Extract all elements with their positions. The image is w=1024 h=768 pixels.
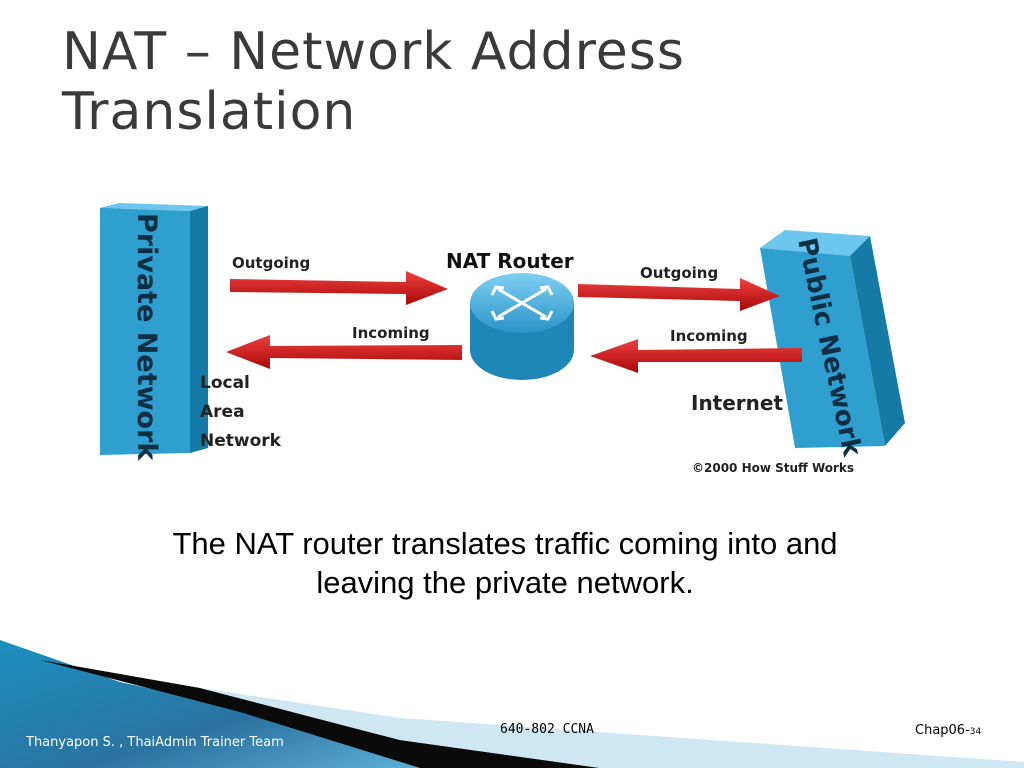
- right-incoming-arrow: [590, 339, 802, 373]
- right-outgoing-arrow: [578, 278, 780, 311]
- public-network-block: Public Network: [760, 230, 905, 460]
- lan-label-line-2: Area: [200, 402, 245, 422]
- private-network-label: Private Network: [131, 213, 162, 461]
- internet-label: Internet: [691, 391, 783, 415]
- footer-author: Thanyapon S. , ThaiAdmin Trainer Team: [26, 735, 284, 750]
- lan-label-line-1: Local: [200, 373, 250, 393]
- lan-label-line-3: Network: [200, 431, 282, 451]
- footer-page: 34: [969, 727, 982, 737]
- footer-page-number: Chap06-34: [915, 723, 981, 738]
- nat-router: NAT Router: [446, 249, 574, 380]
- copyright-text: ©2000 How Stuff Works: [692, 461, 854, 475]
- caption-line-1: The NAT router translates traffic coming…: [172, 526, 838, 561]
- left-incoming-label: Incoming: [352, 324, 430, 342]
- footer-swoosh-decoration: [0, 640, 1024, 768]
- title-line-1: NAT – Network Address: [62, 22, 685, 82]
- left-incoming-arrow: [226, 335, 462, 369]
- caption-line-2: leaving the private network.: [316, 565, 694, 600]
- left-outgoing-arrow: [230, 271, 448, 305]
- left-outgoing-label: Outgoing: [232, 254, 310, 272]
- right-outgoing-label: Outgoing: [640, 264, 718, 282]
- router-arrows-icon: [490, 285, 554, 321]
- slide-title: NAT – Network Address Translation: [62, 22, 685, 142]
- right-incoming-label: Incoming: [670, 327, 748, 345]
- private-network-block: Private Network: [100, 203, 208, 461]
- footer-course: 640-802 CCNA: [500, 722, 594, 737]
- footer-chapter: Chap06-: [915, 723, 970, 738]
- nat-diagram: Private Network Public Network Outgoing …: [100, 203, 905, 475]
- router-label: NAT Router: [446, 249, 574, 273]
- title-line-2: Translation: [62, 82, 357, 142]
- slide-caption: The NAT router translates traffic coming…: [80, 524, 930, 602]
